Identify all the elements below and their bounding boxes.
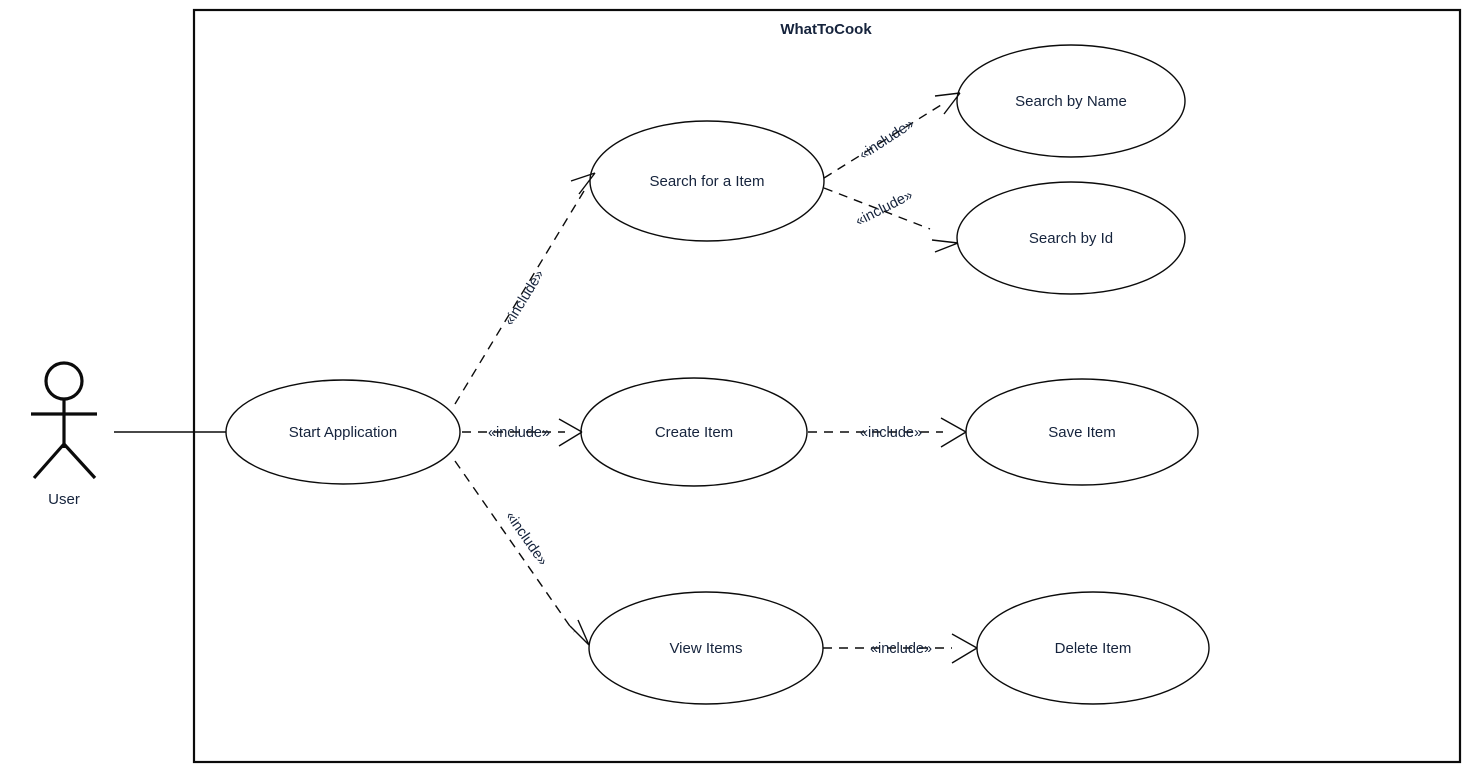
include-arrowhead	[570, 172, 596, 195]
include-line	[823, 187, 931, 230]
use-case-start-application[interactable]: Start Application	[225, 379, 461, 485]
edge-start-application-to-create-item[interactable]: «include»	[462, 418, 583, 447]
actor-leg-right-icon	[62, 442, 97, 480]
actor-leg-left-icon	[32, 442, 66, 480]
actor-label: User	[48, 491, 80, 508]
include-arrowhead	[569, 619, 590, 646]
use-case-search-by-name[interactable]: Search by Name	[956, 44, 1186, 158]
include-line	[454, 460, 575, 633]
use-case-ellipse	[956, 44, 1186, 158]
use-case-ellipse	[589, 120, 825, 242]
use-case-label: Search for a Item	[649, 173, 764, 190]
include-arrowhead	[934, 92, 961, 115]
system-boundary-title: WhatToCook	[780, 21, 872, 38]
use-case-label: View Items	[669, 640, 742, 657]
actor-user[interactable]: User	[31, 361, 97, 508]
use-case-label: Create Item	[655, 424, 733, 441]
use-case-search-for-a-item[interactable]: Search for a Item	[589, 120, 825, 242]
include-arrowhead	[951, 633, 978, 664]
include-stereotype-label: «include»	[870, 641, 932, 657]
edge-create-item-to-save-item[interactable]: «include»	[808, 417, 967, 448]
include-arrowhead	[558, 418, 583, 447]
use-case-view-items[interactable]: View Items	[588, 591, 824, 705]
include-line	[823, 104, 942, 179]
use-case-label: Delete Item	[1055, 640, 1132, 657]
include-stereotype-label: «include»	[860, 425, 922, 441]
include-stereotype-label: «include»	[488, 425, 550, 441]
use-case-delete-item[interactable]: Delete Item	[976, 591, 1210, 705]
use-case-label: Search by Id	[1029, 230, 1113, 247]
edge-view-items-to-delete-item[interactable]: «include»	[823, 633, 978, 664]
include-arrowhead	[931, 239, 959, 253]
use-case-label: Start Application	[289, 424, 397, 441]
use-case-save-item[interactable]: Save Item	[965, 378, 1199, 486]
use-case-create-item[interactable]: Create Item	[580, 377, 808, 487]
use-case-label: Search by Name	[1015, 93, 1127, 110]
use-case-label: Save Item	[1048, 424, 1116, 441]
include-arrowhead	[940, 417, 967, 448]
use-case-search-by-id[interactable]: Search by Id	[956, 181, 1186, 295]
use-case-ellipse	[956, 181, 1186, 295]
actor-head-icon	[44, 361, 84, 401]
use-case-ellipse	[225, 379, 461, 485]
system-boundary	[192, 8, 1462, 764]
